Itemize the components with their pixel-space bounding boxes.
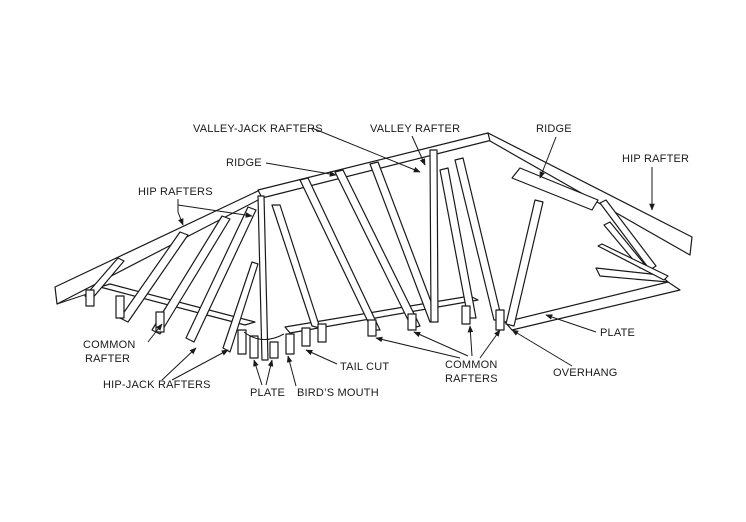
label-hip-rafters: HIP RAFTERS (138, 186, 213, 198)
leader-lines (147, 127, 655, 387)
labels: VALLEY-JACK RAFTERS VALLEY RAFTER RIDGE … (83, 123, 689, 399)
center-hip-post (257, 195, 269, 361)
label-common-rafter-1: COMMON (83, 339, 136, 351)
right-plate-board (504, 281, 681, 331)
label-tail-cut: TAIL CUT (340, 361, 389, 373)
label-hip-rafter: HIP RAFTER (622, 153, 689, 165)
label-ridge-left: RIDGE (226, 157, 262, 169)
hip-rafter-right-board (487, 132, 693, 256)
valley-rafter-post (429, 149, 439, 323)
label-valley-rafter: VALLEY RAFTER (370, 123, 460, 135)
valley-jack-rafters (439, 157, 599, 327)
label-common-rafter-2: RAFTER (85, 353, 130, 365)
left-rafters (84, 206, 259, 353)
label-common-rafters-1: COMMON (445, 359, 498, 371)
center-common-rafters (271, 161, 439, 331)
right-rafters (597, 199, 669, 281)
rafter-tails (85, 289, 505, 359)
label-common-rafters-2: RAFTERS (445, 373, 498, 385)
label-plate-right: PLATE (600, 327, 635, 339)
label-ridge-right: RIDGE (536, 123, 572, 135)
label-overhang: OVERHANG (553, 367, 618, 379)
label-valley-jack-rafters: VALLEY-JACK RAFTERS (193, 123, 323, 135)
label-hip-jack-rafters: HIP-JACK RAFTERS (103, 379, 211, 391)
roof-framing-illustration (54, 132, 693, 361)
label-birds-mouth: BIRD’S MOUTH (297, 387, 379, 399)
label-plate-bottom: PLATE (250, 387, 285, 399)
